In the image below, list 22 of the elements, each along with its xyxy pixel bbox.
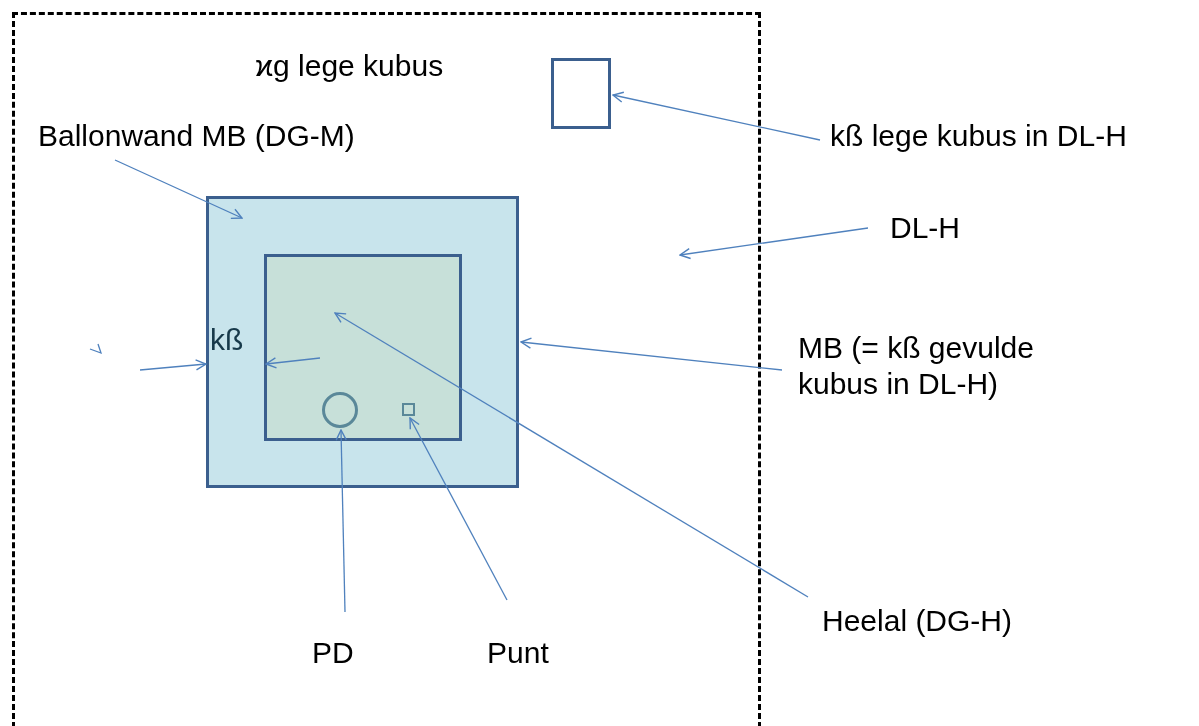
empty-cube-square bbox=[551, 58, 611, 129]
callout-text: kß lege kubus in DL-H bbox=[830, 118, 1127, 154]
outer-cube-square bbox=[206, 196, 519, 488]
leader-line bbox=[114, 159, 243, 220]
leader-line bbox=[679, 227, 869, 260]
leader-line bbox=[409, 417, 508, 601]
callout-text: Punt bbox=[487, 635, 549, 671]
leader-line bbox=[335, 429, 347, 613]
leader-line bbox=[334, 312, 809, 598]
leader-line bbox=[612, 91, 821, 141]
inner-cube-square bbox=[264, 254, 462, 441]
heading-text: ϰg lege kubus bbox=[255, 48, 444, 84]
callout-text: DL-H bbox=[890, 210, 960, 246]
dashed-region-border bbox=[12, 12, 761, 726]
callout-text: PD bbox=[312, 635, 354, 671]
circle-symbol bbox=[322, 392, 358, 428]
leader-line bbox=[520, 337, 783, 371]
thickness-label: kß bbox=[210, 322, 244, 358]
point-square bbox=[402, 403, 415, 416]
callout-text: Ballonwand MB (DG-M) bbox=[38, 118, 355, 154]
callout-text: Heelal (DG-H) bbox=[822, 603, 1013, 639]
callout-text: MB (= kß gevulde kubus in DL-H) bbox=[798, 330, 1098, 402]
